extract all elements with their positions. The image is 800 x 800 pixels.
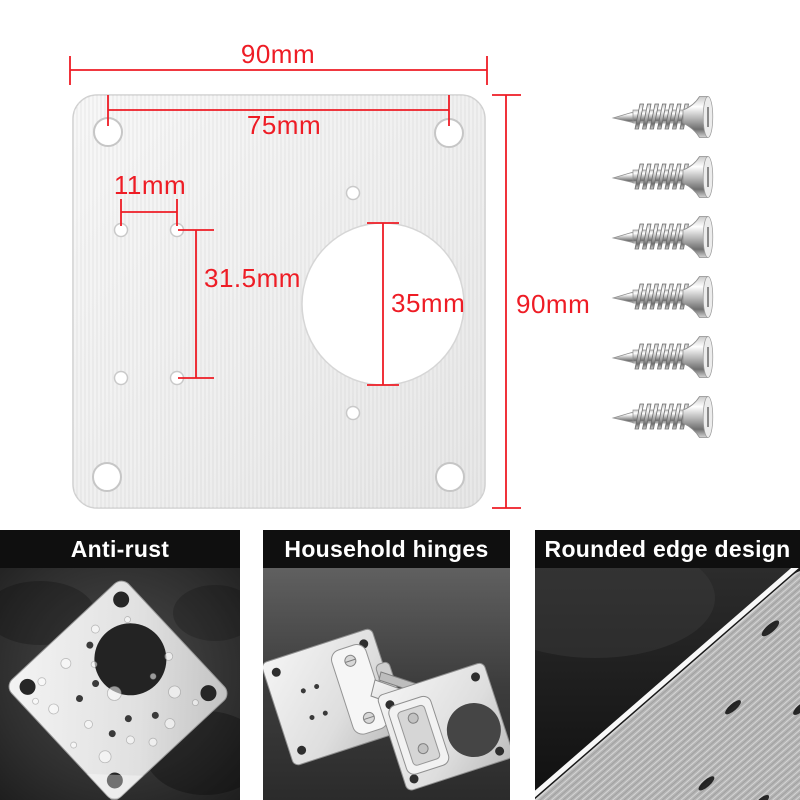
panel-rounded-edge: Rounded edge design bbox=[535, 530, 800, 800]
corner-hole bbox=[435, 462, 465, 492]
plate-with-water-droplets-photo bbox=[0, 568, 240, 800]
feature-panels: Anti-rust bbox=[0, 530, 800, 800]
small-hole bbox=[345, 405, 361, 421]
screw-icon bbox=[611, 96, 714, 138]
corner-hole bbox=[92, 462, 122, 492]
dim-label-hole-span-width: 75mm bbox=[246, 110, 322, 140]
screws-column bbox=[611, 92, 717, 442]
dim-label-hole-diameter: 35mm bbox=[391, 288, 466, 318]
panel-title: Rounded edge design bbox=[535, 530, 800, 568]
screw-icon bbox=[611, 396, 714, 438]
hinge-connecting-two-plates-photo bbox=[263, 568, 510, 800]
plate-rounded-edge-closeup-photo bbox=[535, 568, 800, 800]
screw-icon bbox=[611, 276, 714, 318]
dim-label-small-hole-gap: 11mm bbox=[113, 170, 187, 200]
panel-household-hinges: Household hinges bbox=[263, 530, 510, 800]
screw-icon bbox=[611, 336, 714, 378]
screw-icon bbox=[611, 216, 714, 258]
small-hole bbox=[113, 370, 129, 386]
dim-label-side-height: 90mm bbox=[516, 289, 591, 319]
panel-title: Anti-rust bbox=[0, 530, 240, 568]
dimension-lines bbox=[69, 56, 521, 509]
panel-anti-rust: Anti-rust bbox=[0, 530, 240, 800]
dim-label-vertical-gap: 31.5mm bbox=[204, 263, 301, 293]
panel-title: Household hinges bbox=[263, 530, 510, 568]
hinge-plate-diagram: 90mm 75mm 11mm 31.5mm 35mm 90mm bbox=[69, 39, 717, 509]
screw-icon bbox=[611, 156, 714, 198]
small-hole bbox=[345, 185, 361, 201]
dim-label-top-width: 90mm bbox=[240, 39, 316, 69]
panel-gap bbox=[510, 530, 535, 800]
panel-gap bbox=[240, 530, 263, 800]
hinge-plate-drawing bbox=[69, 56, 521, 509]
